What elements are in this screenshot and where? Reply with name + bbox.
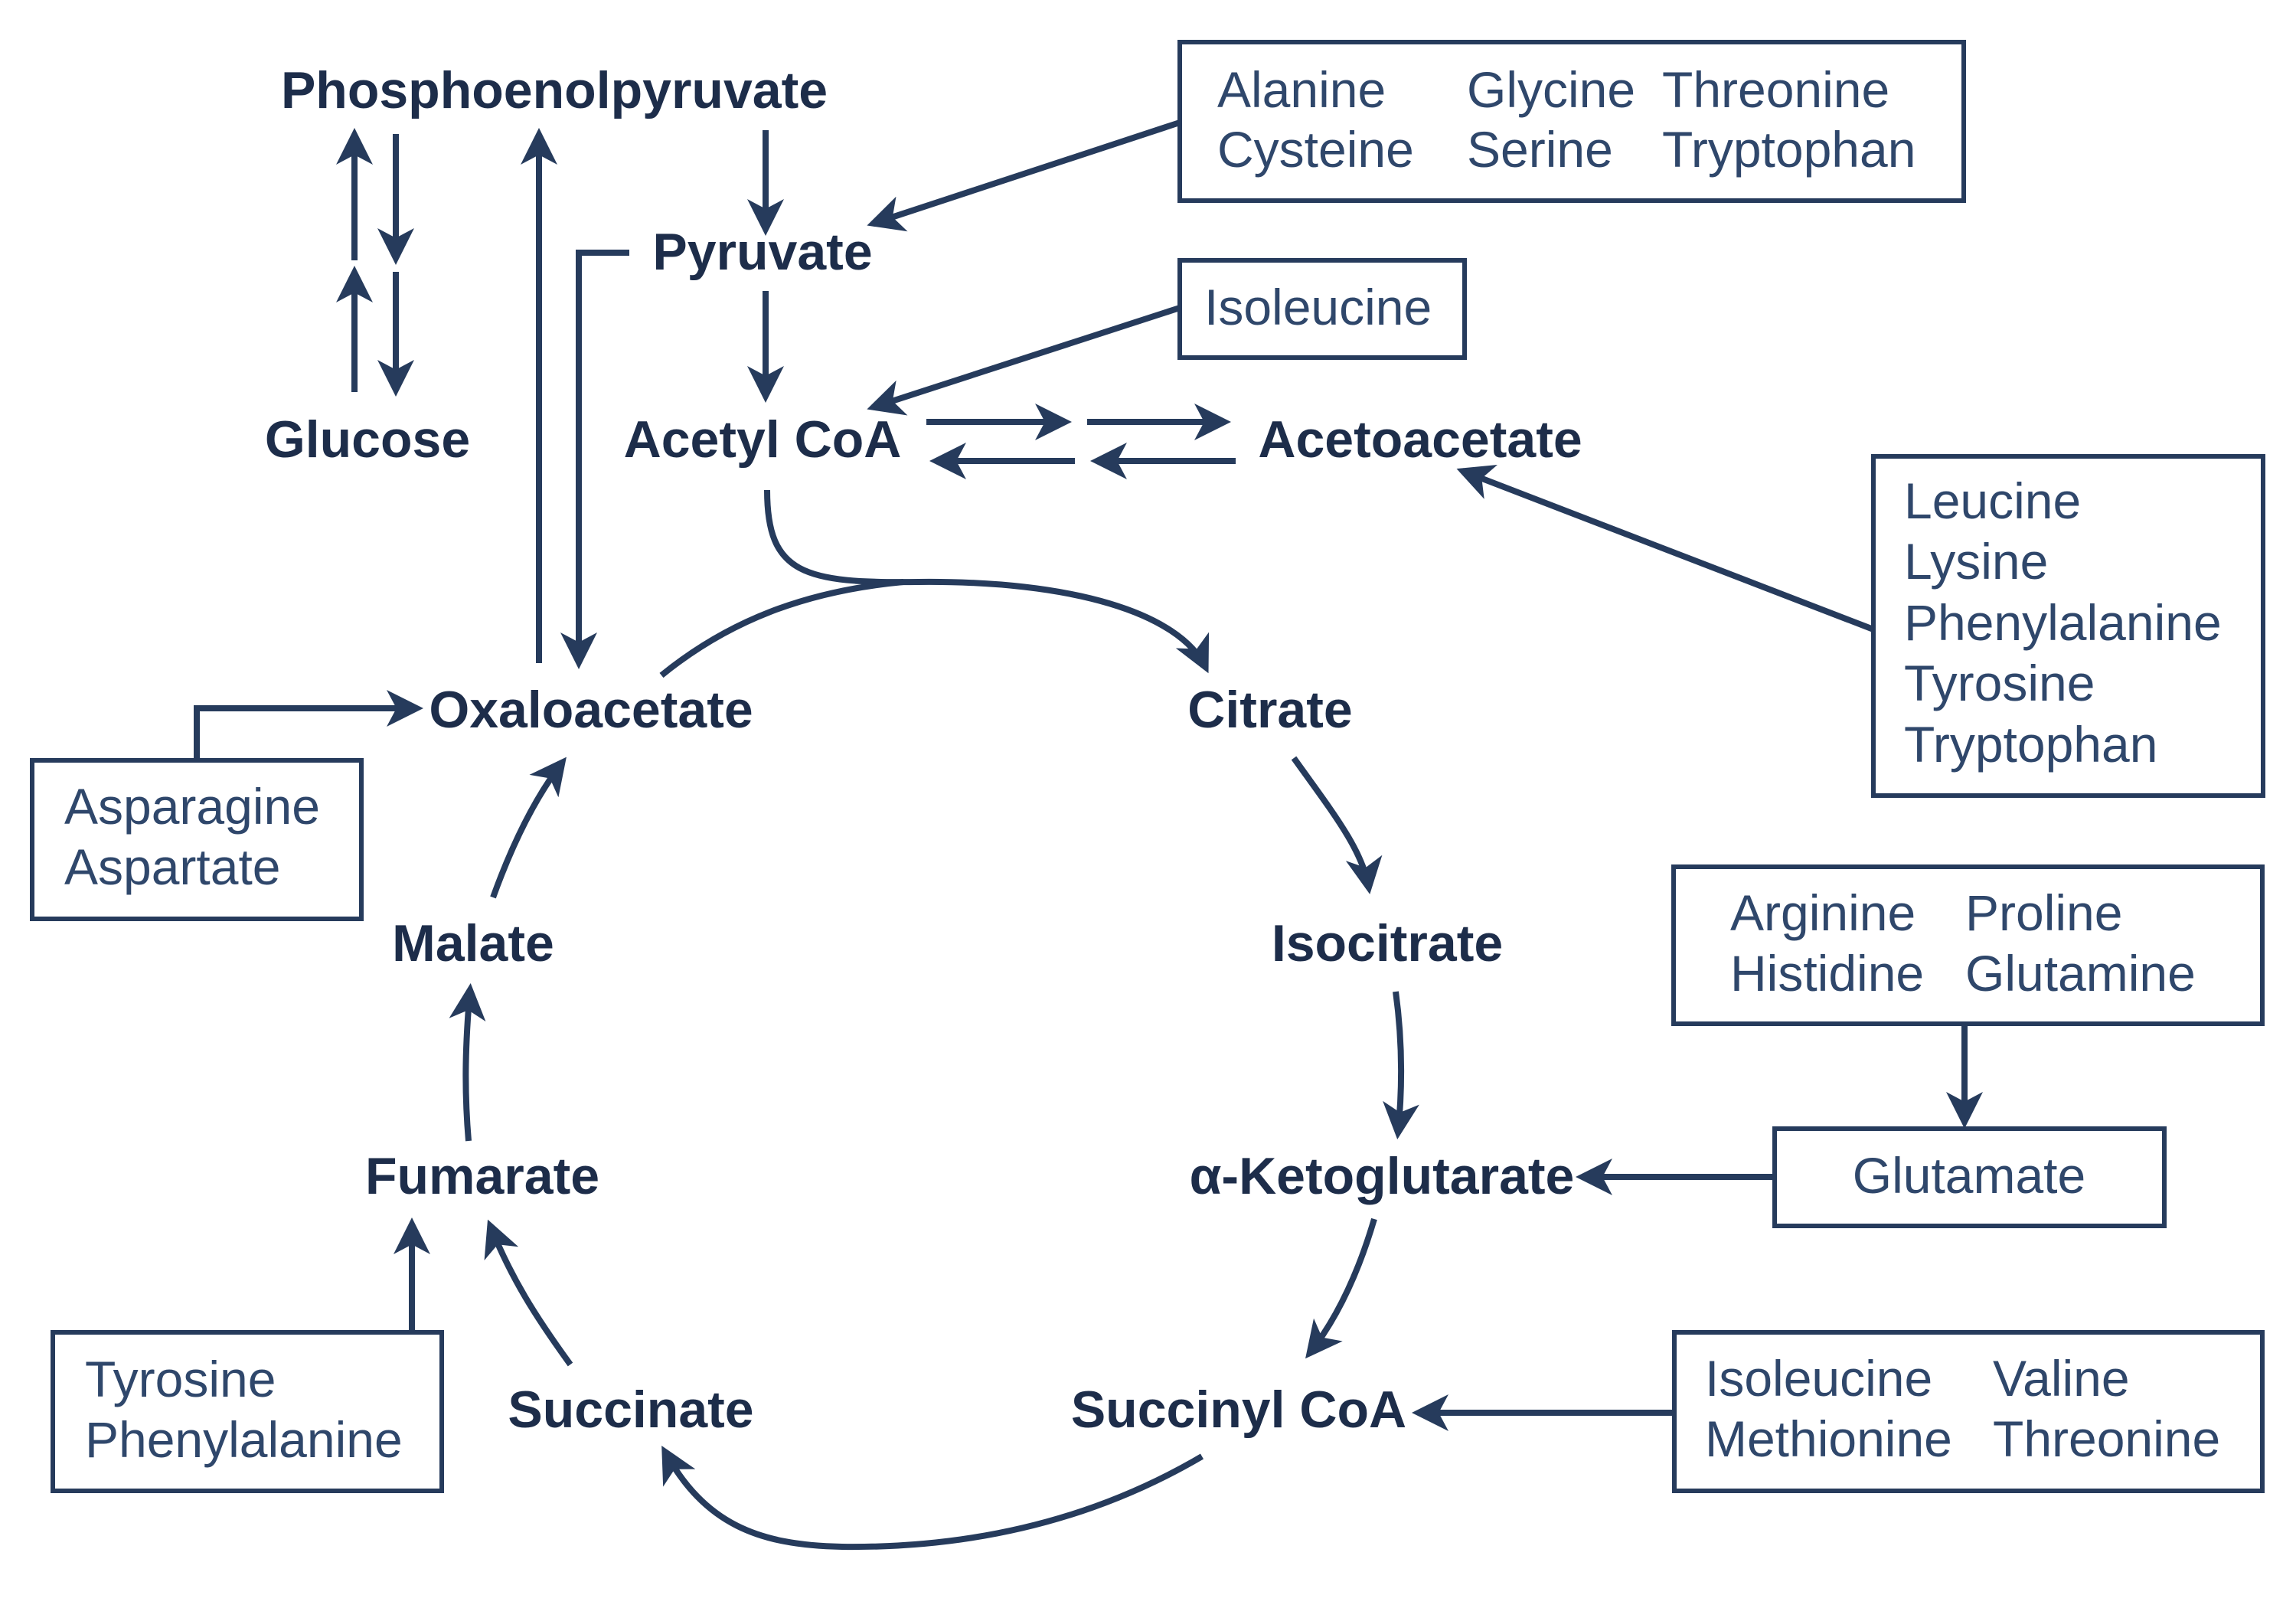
amino-acid-methionine: Methionine: [1705, 1410, 1952, 1467]
arrow-succinyl-coa-to-succinate: [661, 1445, 1204, 1551]
amino-acid-threonine: Threonine: [1993, 1410, 2220, 1467]
amino-acid-histidine: Histidine: [1730, 945, 1924, 1002]
amino-acid-glycine: Glycine: [1467, 61, 1635, 118]
amino-acid-isoleucine: Isoleucine: [1705, 1350, 1932, 1407]
metabolite-alpha-ketoglutarate: α-Ketoglutarate: [1190, 1147, 1575, 1205]
metabolite-phosphoenolpyruvate: Phosphoenolpyruvate: [281, 61, 828, 119]
amino-acid-glutamine: Glutamine: [1965, 945, 2196, 1002]
arrow-oxaloacetate-to-citrate: [659, 579, 904, 678]
amino-acid-asparagine: Asparagine: [64, 778, 320, 835]
amino-acid-isoleucine: Isoleucine: [1204, 279, 1432, 335]
oxaloacetate-precursor-box: [30, 758, 364, 921]
amino-acid-serine: Serine: [1467, 121, 1613, 178]
metabolite-malate: Malate: [392, 914, 554, 972]
amino-acid-glutamate: Glutamate: [1853, 1147, 2085, 1204]
metabolite-citrate: Citrate: [1187, 681, 1352, 739]
metabolite-acetoacetate: Acetoacetate: [1258, 410, 1582, 469]
arrow-aa-to-pyruvate: [867, 119, 1181, 232]
acetyl-coa-precursor-box: [1177, 258, 1467, 360]
metabolite-isocitrate: Isocitrate: [1272, 914, 1503, 972]
fumarate-precursor-box: [51, 1330, 444, 1493]
amino-acid-arginine: Arginine: [1730, 884, 1916, 941]
amino-acid-phenylalanine: Phenylalanine: [85, 1411, 403, 1468]
arrow-acetyl-coa-to-citrate: [764, 489, 1210, 674]
metabolite-glucose: Glucose: [265, 410, 470, 469]
glutamate-precursor-box: [1671, 864, 2265, 1026]
amino-acid-tyrosine: Tyrosine: [85, 1351, 276, 1407]
amino-acid-tryptophan: Tryptophan: [1662, 121, 1916, 178]
amino-acid-alanine: Alanine: [1217, 61, 1386, 118]
arrow-aa-to-acetoacetate: [1456, 464, 1875, 632]
arrow-succinate-to-fumarate: [484, 1219, 573, 1367]
acetoacetate-precursor-box: [1871, 454, 2265, 798]
metabolite-pyruvate: Pyruvate: [652, 223, 872, 281]
amino-acid-leucine: Leucine: [1904, 472, 2081, 529]
metabolite-succinate: Succinate: [508, 1381, 753, 1439]
arrow-alpha-ketoglutarate-to-succinyl-coa: [1305, 1217, 1377, 1359]
amino-acid-tryptophan: Tryptophan: [1904, 716, 2157, 773]
metabolite-fumarate: Fumarate: [365, 1147, 599, 1205]
arrow-isocitrate-to-alpha-ketoglutarate: [1383, 991, 1419, 1139]
amino-acid-lysine: Lysine: [1904, 533, 2048, 590]
pyruvate-precursor-box: [1177, 40, 1966, 203]
arrow-pyruvate-to-oxaloacetate: [560, 250, 629, 669]
arrow-fumarate-to-malate: [449, 983, 486, 1142]
amino-acid-proline: Proline: [1965, 884, 2122, 941]
amino-acid-phenylalanine: Phenylalanine: [1904, 594, 2222, 651]
amino-acid-valine: Valine: [1993, 1350, 2130, 1407]
amino-acid-cysteine: Cysteine: [1217, 121, 1414, 178]
amino-acid-aspartate: Aspartate: [64, 838, 281, 895]
metabolite-acetyl-coa: Acetyl CoA: [624, 410, 902, 469]
arrow-citrate-to-isocitrate: [1291, 756, 1383, 894]
metabolite-succinyl-coa: Succinyl CoA: [1071, 1381, 1406, 1439]
amino-acid-threonine: Threonine: [1662, 61, 1889, 118]
arrow-malate-to-oxaloacetate: [490, 757, 567, 899]
arrow-isoleucine-to-acetyl-coa: [867, 305, 1181, 416]
metabolite-oxaloacetate: Oxaloacetate: [429, 681, 753, 739]
amino-acid-tyrosine: Tyrosine: [1904, 655, 2095, 711]
arrow-aa-to-oxaloacetate: [194, 690, 423, 760]
